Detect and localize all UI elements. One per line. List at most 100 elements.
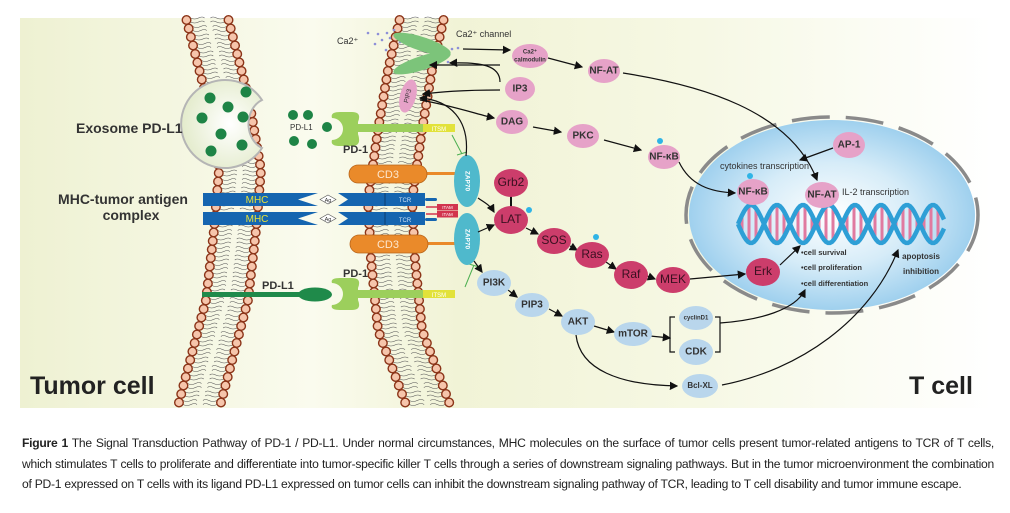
cd3-top-label: CD3	[377, 169, 399, 181]
inhibition-label: inhibition	[903, 267, 939, 276]
zap70-top	[454, 155, 480, 207]
mhc-bottom-label: MHC	[246, 214, 269, 225]
pd-1-bottom-label: PD-1	[343, 268, 368, 280]
cytokines-transcription-label: cytokines transcription	[720, 161, 809, 171]
exosome-label: Exosome PD-L1	[76, 120, 183, 136]
node-erk: Erk	[746, 258, 780, 286]
node-akt: AKT	[561, 309, 595, 335]
ca2-channel-lower	[393, 51, 451, 75]
node-bcl-xl: Bcl-XL	[682, 374, 718, 398]
exosome	[180, 79, 264, 169]
svg-text:LAT: LAT	[500, 212, 522, 226]
node-nf-kb-nucleus: NF-κB	[737, 173, 769, 205]
cd3-bottom-label: CD3	[377, 239, 399, 251]
phosphate-icon	[747, 173, 753, 179]
pd-1-top-label: PD-1	[343, 144, 368, 156]
inhibition-top	[451, 134, 468, 156]
svg-text:Bcl-XL: Bcl-XL	[687, 381, 712, 390]
nuclear-envelope	[684, 115, 980, 315]
itam-label-1: ITAM	[442, 205, 453, 210]
node-sos: SOS	[537, 228, 571, 254]
ag-top-label: Ag	[325, 198, 332, 204]
caption-label: Figure 1	[22, 436, 68, 450]
itsm-bottom-label: ITSM	[432, 293, 446, 299]
svg-text:Ras: Ras	[581, 247, 602, 261]
node-nf-at: NF-AT	[588, 59, 620, 83]
svg-text:Erk: Erk	[754, 264, 773, 278]
ca2-channel-label: Ca2⁺ channel	[456, 29, 511, 39]
mhc-tcr-bottom	[203, 212, 437, 225]
pd-l1-stalk	[202, 292, 312, 297]
zap70-top-label: ZAP70	[463, 171, 470, 192]
soluble-pd-l1	[288, 110, 332, 149]
node-mek: MEK	[656, 267, 690, 293]
pathway-arrows	[418, 45, 900, 391]
node-nf-at-nucleus: NF-AT	[805, 182, 839, 208]
figure-caption: Figure 1 The Signal Transduction Pathway…	[22, 433, 994, 495]
node-ras: Ras	[575, 234, 609, 268]
caption-text: The Signal Transduction Pathway of PD-1 …	[22, 436, 994, 491]
tcr-top-label: TCR	[399, 198, 412, 204]
node-pi3k: PI3K	[477, 270, 511, 296]
pd1-pathway-diagram: Exosome PD-L1 PD-L1 ITSM PD-1 ITSM PD-1 …	[20, 14, 992, 408]
apoptosis-label: apoptosis	[902, 252, 940, 261]
svg-text:Ca2⁺: Ca2⁺	[523, 49, 537, 56]
outcome-cell-proliferation: •cell proliferation	[801, 263, 862, 272]
svg-text:AP-1: AP-1	[838, 140, 861, 151]
node-mtor: mTOR	[614, 322, 652, 346]
phosphate-icon	[593, 234, 599, 240]
ca2-channel-upper	[393, 32, 451, 56]
mhc-top-label: MHC	[246, 195, 269, 206]
svg-text:cyclinD1: cyclinD1	[684, 316, 709, 322]
node-lat: LAT	[494, 206, 532, 234]
phosphate-icon	[526, 207, 532, 213]
il2-transcription-label: IL-2 transcription	[842, 187, 909, 197]
svg-text:AKT: AKT	[568, 317, 589, 328]
node-cdk: CDK	[679, 339, 713, 365]
node-nf-kb: NF-κB	[648, 138, 680, 169]
cd3-bottom	[349, 234, 456, 254]
pd-l1-label: PD-L1	[262, 280, 294, 292]
zap70-bottom-label: ZAP70	[463, 229, 470, 250]
svg-text:MEK: MEK	[660, 272, 686, 286]
zap70-bottom	[454, 213, 480, 265]
svg-text:mTOR: mTOR	[618, 329, 649, 340]
cd3-top	[348, 164, 456, 184]
outcome-cell-survival: •cell survival	[801, 248, 847, 257]
svg-text:SOS: SOS	[541, 233, 566, 247]
itsm-top-label: ITSM	[432, 127, 446, 133]
itam-label-2: ITAM	[442, 212, 453, 217]
node-pip3: PIP3	[515, 293, 549, 317]
node-ip3: IP3	[505, 77, 535, 101]
itam	[426, 204, 458, 218]
tcr-bottom-label: TCR	[399, 218, 412, 224]
node-raf: Raf	[614, 261, 648, 289]
node-grb2: Grb2	[494, 169, 528, 197]
svg-text:IP3: IP3	[512, 84, 527, 95]
node-cyclind1: cyclinD1	[679, 306, 713, 330]
dna-helix	[735, 202, 947, 246]
svg-text:DAG: DAG	[501, 117, 523, 128]
phosphate-icon	[657, 138, 663, 144]
mhc-complex-label-2: complex	[103, 207, 160, 223]
svg-text:PIP3: PIP3	[521, 300, 543, 311]
pd-1-bottom	[331, 278, 455, 310]
dna-strand	[735, 202, 947, 246]
outcome-cell-differentiation: •cell differentiation	[801, 279, 869, 288]
ag-bottom-label: Ag	[325, 217, 332, 223]
svg-text:calmodulin: calmodulin	[514, 58, 546, 64]
svg-text:NF-AT: NF-AT	[807, 190, 836, 201]
svg-text:Raf: Raf	[622, 267, 641, 281]
node-ap-1: AP-1	[833, 132, 865, 158]
svg-text:NF-AT: NF-AT	[589, 66, 618, 77]
mhc-tcr-top	[203, 193, 437, 206]
node-dag: DAG	[496, 110, 528, 134]
ca2-label: Ca2⁺	[337, 36, 359, 46]
svg-text:NF-κB: NF-κB	[738, 187, 767, 198]
t-cell-label: T cell	[909, 372, 973, 400]
mhc-complex-label-1: MHC-tumor antigen	[58, 191, 188, 207]
svg-text:PKC: PKC	[572, 131, 593, 142]
pip3-membrane	[399, 79, 417, 113]
svg-text:NF-κB: NF-κB	[649, 152, 678, 163]
svg-text:Grb2: Grb2	[498, 175, 525, 189]
